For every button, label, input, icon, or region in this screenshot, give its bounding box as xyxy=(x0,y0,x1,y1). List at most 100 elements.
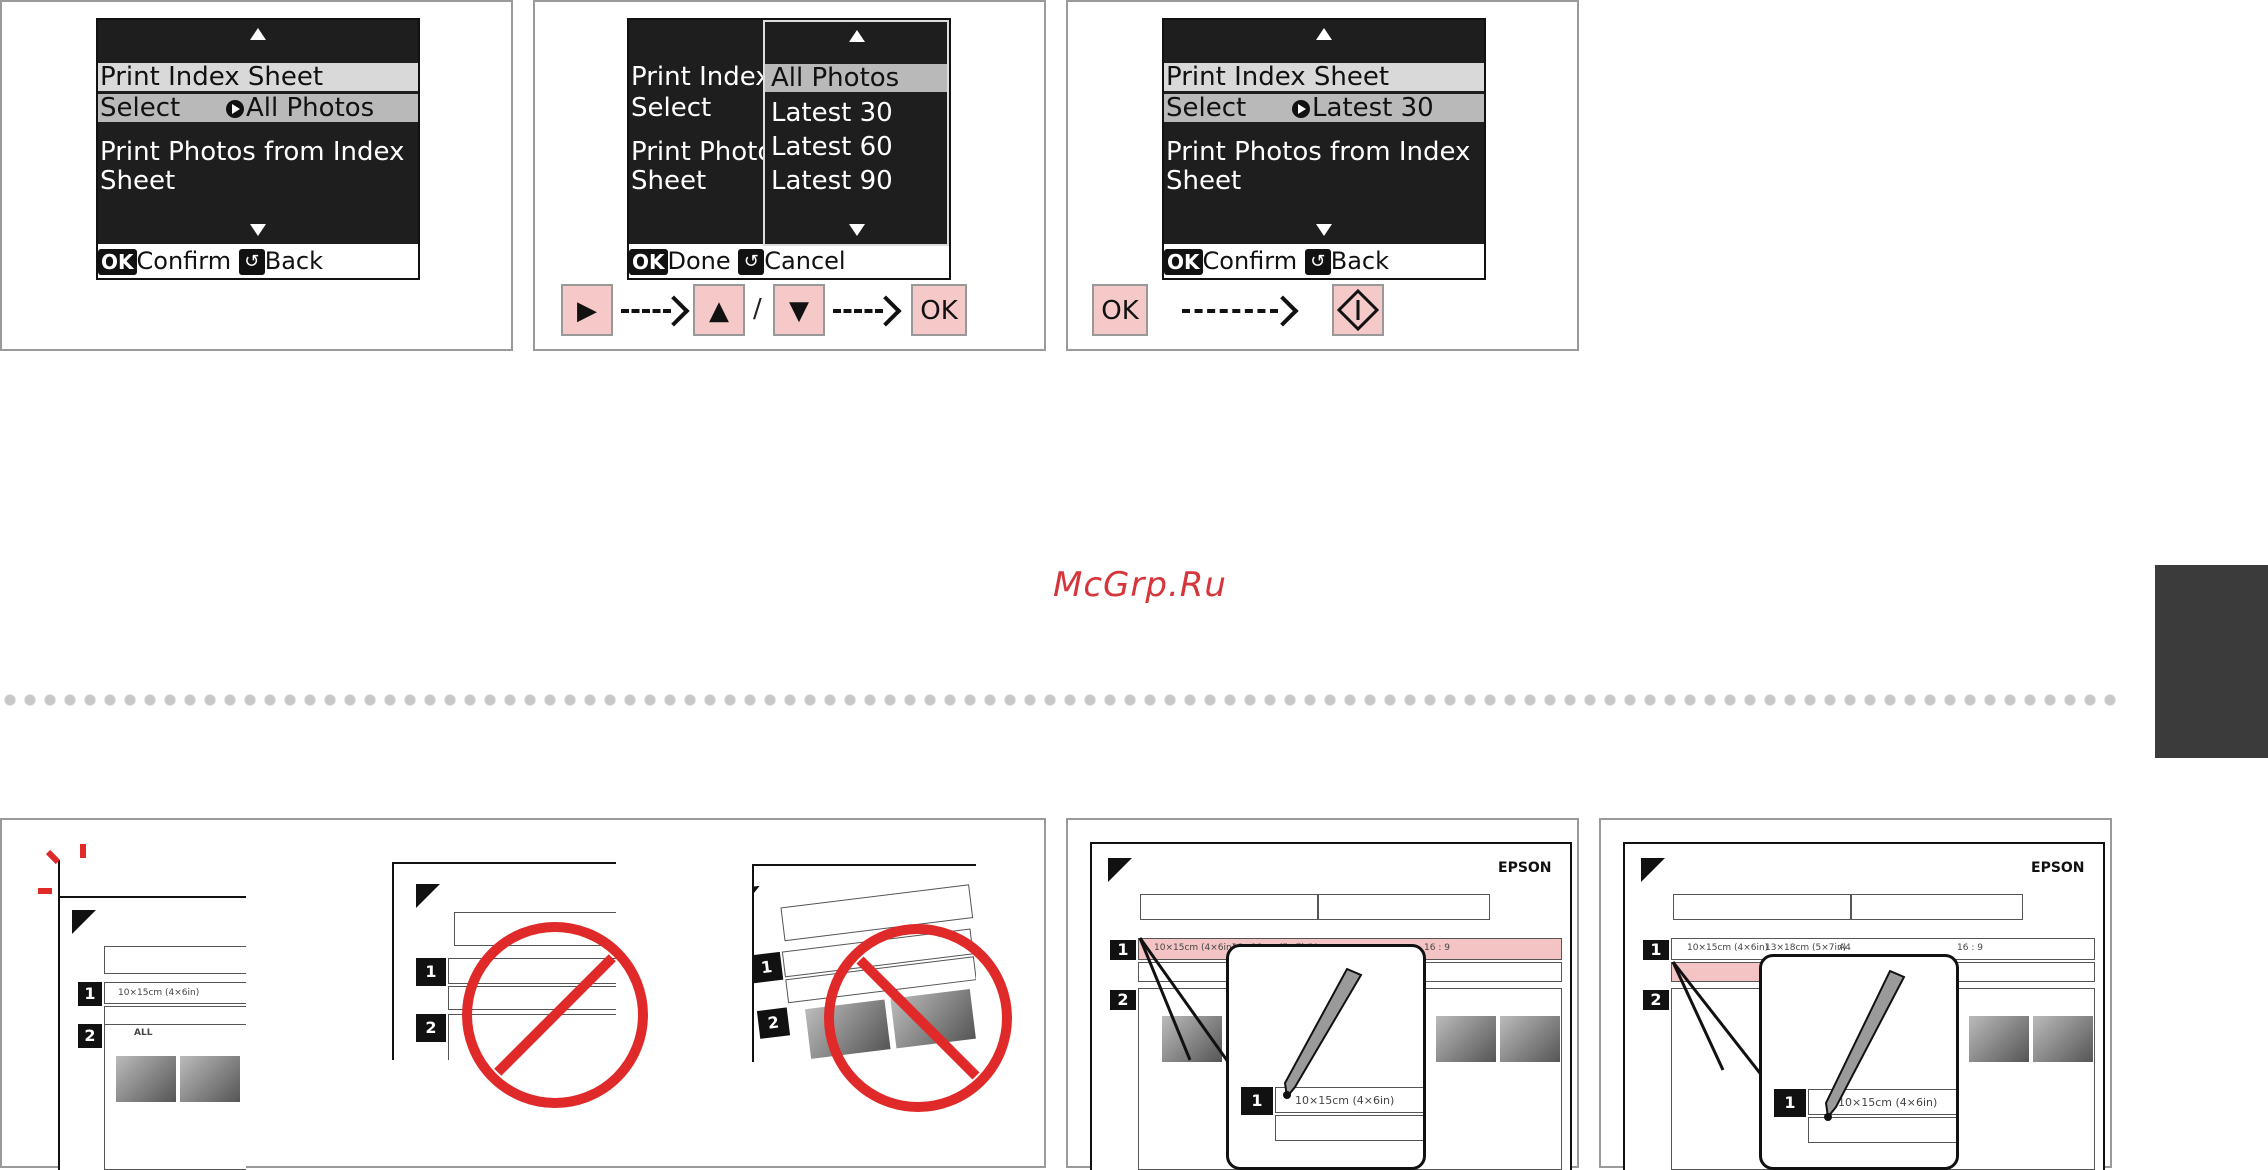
scroll-up-icon xyxy=(250,28,266,40)
menu-item-print-photos-1: Print Photos from Index xyxy=(100,137,405,167)
alert-spark-icon xyxy=(80,844,86,858)
prohibited-icon xyxy=(462,922,648,1108)
type-row xyxy=(1275,1115,1423,1141)
corner-mark-icon xyxy=(754,885,763,913)
select-value: All Photos xyxy=(246,93,375,123)
zoom-callout: 1 10×15cm (4×6in) xyxy=(1759,954,1959,1170)
option-box xyxy=(1318,894,1490,920)
back-icon: ↺ xyxy=(1304,249,1331,275)
submenu-item-all-photos: All Photos xyxy=(765,64,947,92)
right-key: ▶ xyxy=(561,284,613,336)
menu-item-print-index: Print Index Sheet xyxy=(1164,63,1484,91)
all-badge: ALL xyxy=(134,1028,153,1038)
corner-mark-icon xyxy=(1641,858,1665,882)
right-arrow-icon xyxy=(1292,99,1310,118)
prohibited-icon xyxy=(824,924,1012,1112)
row-number-1: 1 xyxy=(1241,1087,1273,1115)
back-label: Back xyxy=(264,247,323,275)
scroll-up-icon xyxy=(849,30,865,42)
row-number-2: 2 xyxy=(416,1014,446,1042)
alert-spark-icon xyxy=(38,888,52,894)
brand-logo: EPSON xyxy=(2031,860,2085,876)
dash-arrow xyxy=(621,309,671,313)
scroll-down-icon xyxy=(1316,224,1332,236)
pen-icon xyxy=(1283,967,1363,1100)
submenu-item-latest-90: Latest 90 xyxy=(771,166,893,196)
arrowhead-icon xyxy=(1267,295,1299,327)
row-number-1: 1 xyxy=(754,951,784,984)
thumbnail-photo xyxy=(1500,1016,1560,1062)
size-4x6: 10×15cm (4×6in) xyxy=(1838,1096,1938,1109)
cancel-label: Cancel xyxy=(764,247,846,275)
alert-spark-icon xyxy=(45,849,61,865)
row-number-1: 1 xyxy=(1774,1089,1806,1117)
size-a4: A4 xyxy=(1839,943,1851,953)
select-label: Select xyxy=(100,93,181,123)
row-number-1: 1 xyxy=(1643,940,1669,960)
slash-separator: / xyxy=(753,294,762,324)
thumbnail-photo xyxy=(180,1056,240,1102)
right-arrow-icon xyxy=(226,99,244,118)
thumbnail-photo xyxy=(1436,1016,1496,1062)
scroll-down-icon xyxy=(250,224,266,236)
menu-item-print-photo-trunc: Print Photo xyxy=(631,137,774,167)
ok-badge: OK xyxy=(98,249,137,275)
thumbnail-photo xyxy=(2033,1016,2093,1062)
confirm-label: Confirm xyxy=(1202,247,1298,275)
zoom-callout: 1 10×15cm (4×6in) xyxy=(1226,944,1426,1170)
dotted-divider xyxy=(0,692,2120,708)
menu-item-print-index: Print Index Sheet xyxy=(98,63,418,91)
option-box xyxy=(1673,894,1851,920)
menu-item-select: Select Latest 30 xyxy=(1164,94,1484,122)
sheet-edge xyxy=(60,896,246,898)
size-4x6: 10×15cm (4×6in) xyxy=(1295,1094,1395,1107)
step-panel-1: Print Index Sheet Select All Photos Prin… xyxy=(0,0,513,351)
option-box xyxy=(1851,894,2023,920)
row-number-2: 2 xyxy=(1643,990,1669,1010)
thumbnail-photo xyxy=(1969,1016,2029,1062)
ok-key: OK xyxy=(1092,284,1148,336)
chapter-side-tab xyxy=(2155,565,2268,758)
size-ratio: 16 : 9 xyxy=(1424,943,1450,953)
select-label: Select xyxy=(1166,93,1247,123)
back-icon: ↺ xyxy=(238,249,265,275)
menu-item-select-trunc: Select xyxy=(631,93,712,123)
option-box xyxy=(104,946,246,974)
menu-item-print-index-trunc: Print Index xyxy=(631,62,771,92)
scroll-down-icon xyxy=(849,224,865,236)
index-sheet-correct: 1 10×15cm (4×6in) 2 ALL xyxy=(58,860,246,1170)
down-key: ▼ xyxy=(773,284,825,336)
back-icon: ↺ xyxy=(738,249,765,275)
done-label: Done xyxy=(667,247,731,275)
type-row xyxy=(104,1006,246,1026)
step-panel-3: Print Index Sheet Select Latest 30 Print… xyxy=(1066,0,1579,351)
mark-type-panel: EPSON 1 10×15cm (4×6in) 13×18cm (5×7in) … xyxy=(1599,818,2112,1170)
corner-mark-icon xyxy=(1108,858,1132,882)
size-4x6: 10×15cm (4×6in) xyxy=(1687,943,1769,953)
ok-badge: OK xyxy=(1164,249,1203,275)
corner-mark-icon xyxy=(72,910,96,934)
start-icon xyxy=(1336,288,1380,332)
pen-icon xyxy=(1824,969,1906,1121)
lcd-screen-1: Print Index Sheet Select All Photos Prin… xyxy=(96,18,420,280)
submenu-item-latest-30: Latest 30 xyxy=(771,98,893,128)
lcd-screen-3: Print Index Sheet Select Latest 30 Print… xyxy=(1162,18,1486,280)
size-4x6: 10×15cm (4×6in) xyxy=(1154,943,1236,953)
arrowhead-icon xyxy=(658,295,690,327)
arrowhead-icon xyxy=(870,295,902,327)
row-number-2: 2 xyxy=(78,1024,102,1048)
size-row xyxy=(104,982,246,1004)
menu-item-print-photos-2: Sheet xyxy=(1166,166,1242,196)
select-value: Latest 30 xyxy=(1312,93,1434,123)
back-label: Back xyxy=(1330,247,1389,275)
confirm-label: Confirm xyxy=(136,247,232,275)
ok-badge: OK xyxy=(629,249,668,275)
brand-logo: EPSON xyxy=(1498,860,1552,876)
row-number-1: 1 xyxy=(1110,940,1136,960)
size-row xyxy=(1275,1087,1423,1113)
option-box xyxy=(1140,894,1318,920)
type-row xyxy=(1808,1117,1956,1143)
